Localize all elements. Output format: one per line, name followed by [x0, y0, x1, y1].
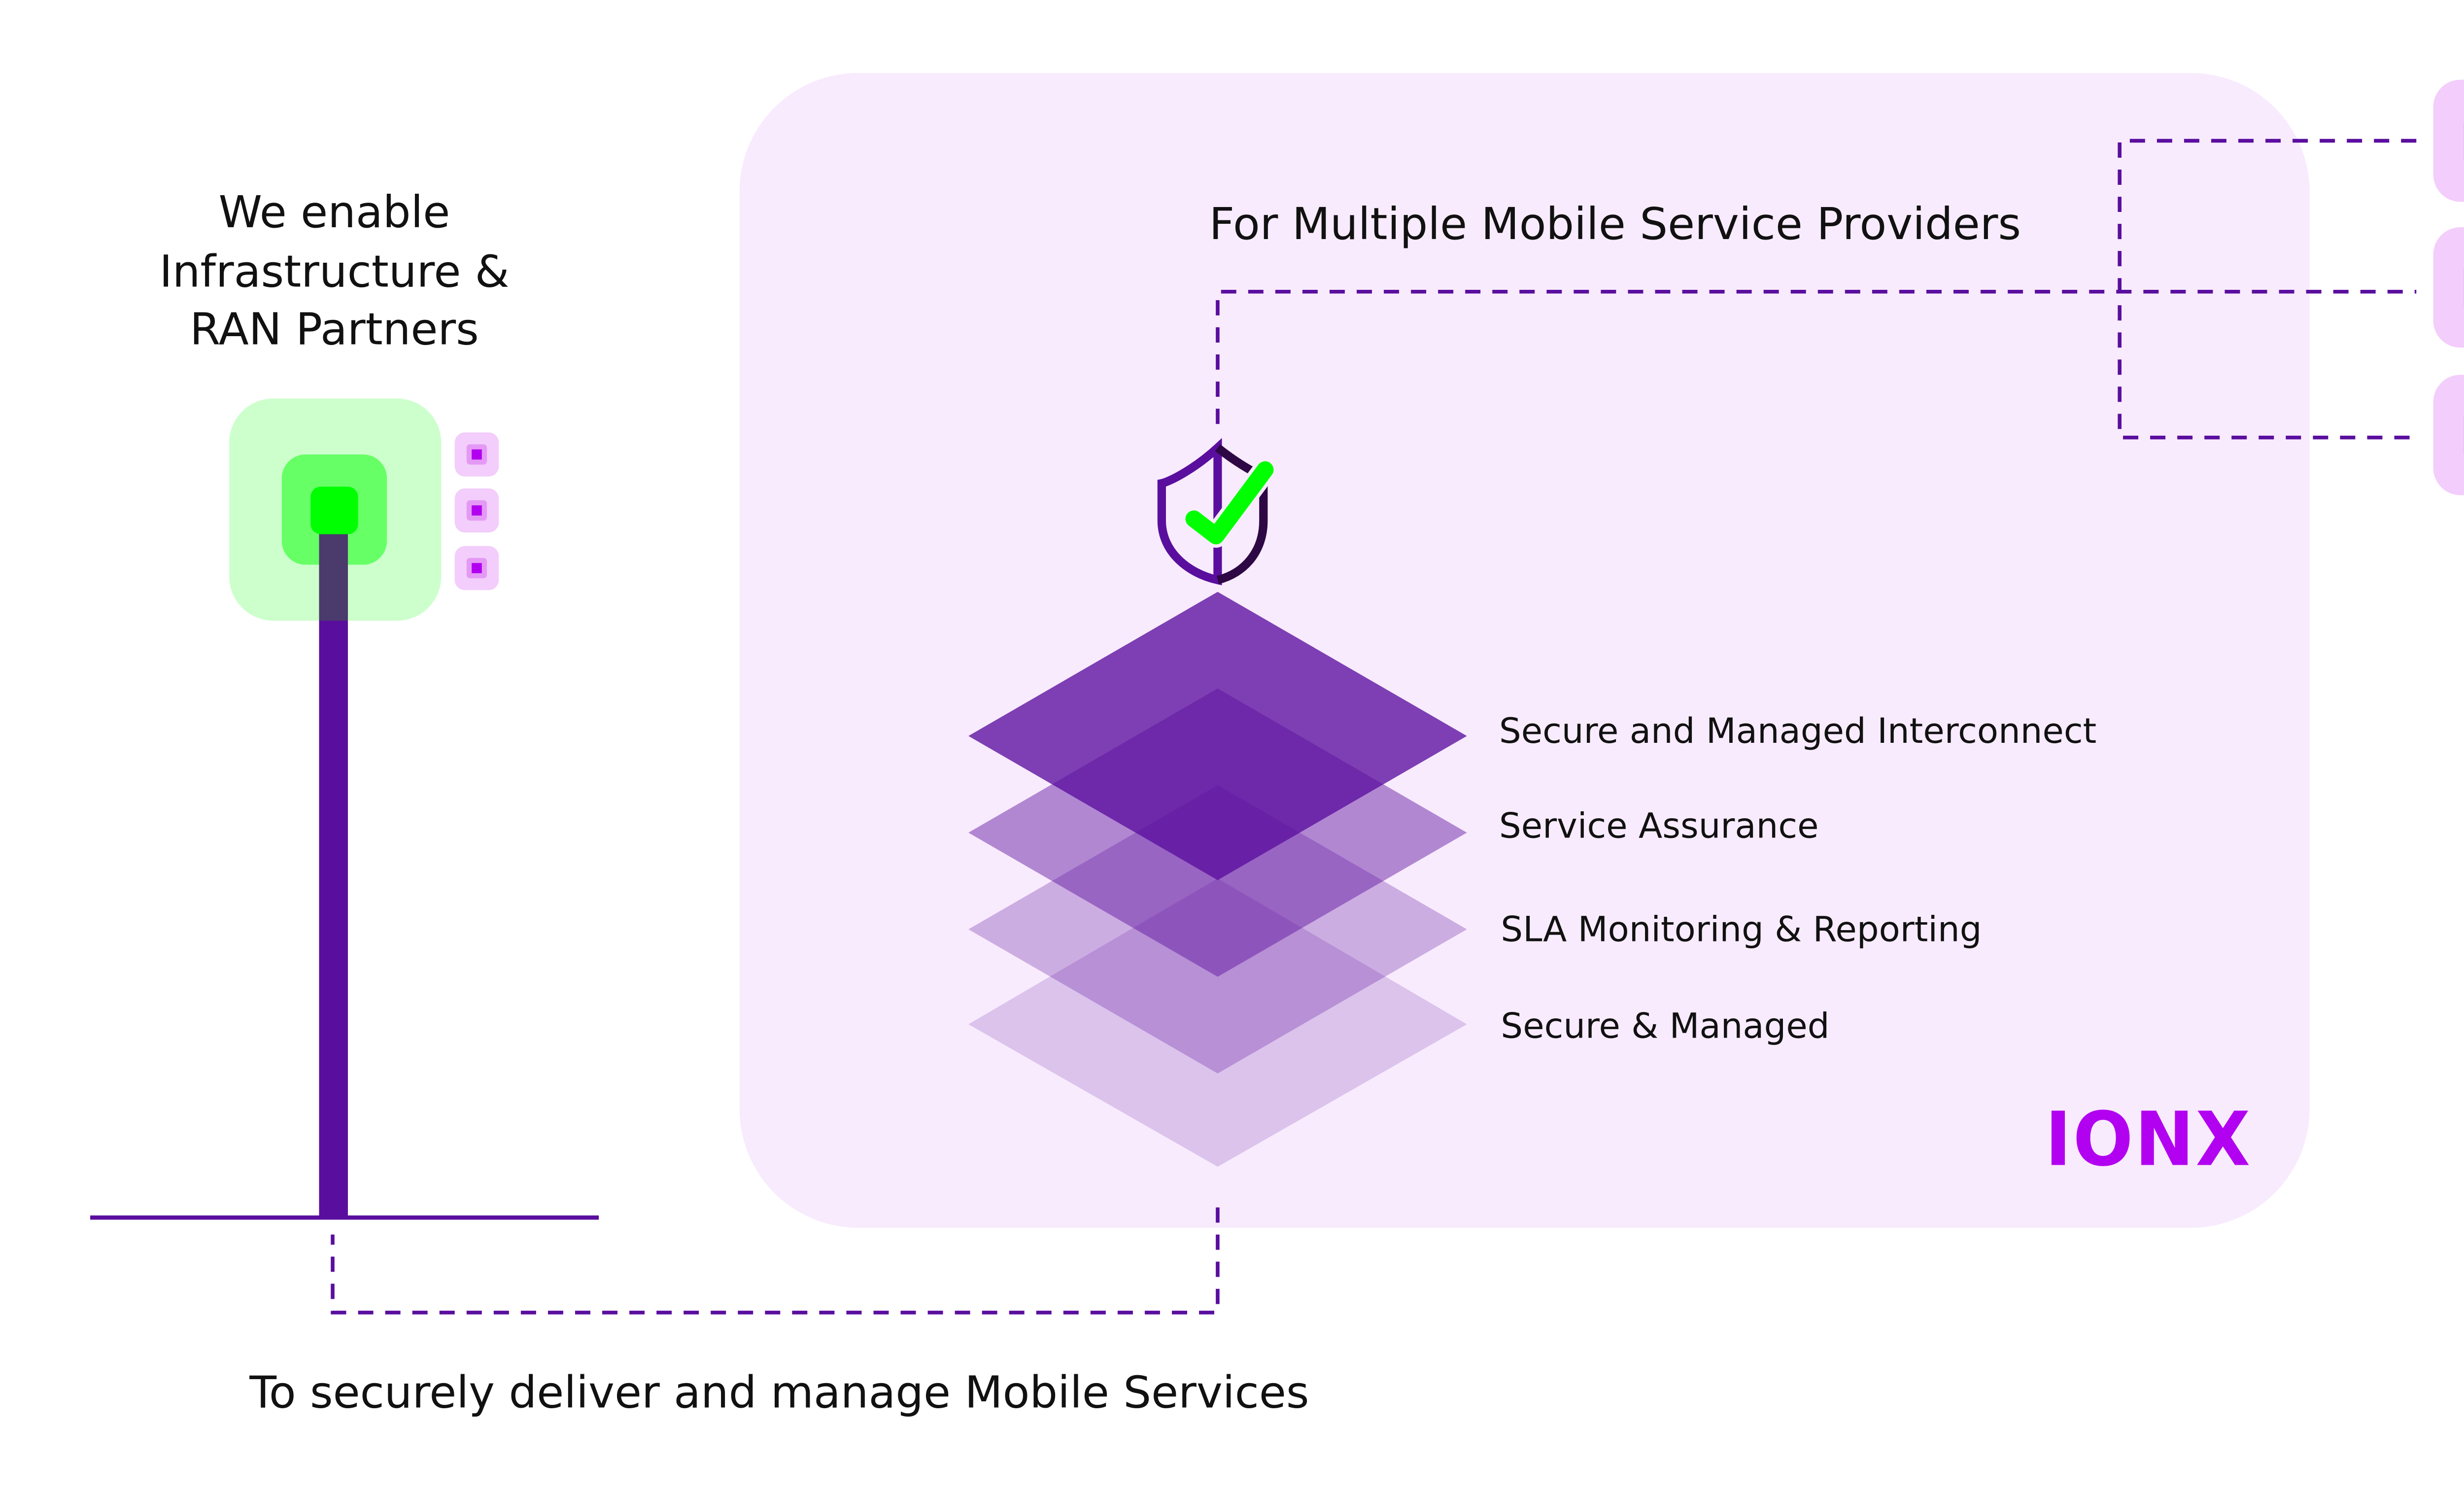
layer-label-1: Secure and Managed Interconnect [1499, 711, 2096, 751]
provider-node-icon [2433, 375, 2464, 495]
shield-check-icon [1157, 438, 1277, 586]
provider-node-icon [2433, 79, 2464, 202]
footer-caption: To securely deliver and manage Mobile Se… [249, 1367, 1309, 1419]
connector-stack-tower [331, 1207, 1220, 1315]
partner-node-icon [454, 546, 499, 591]
layer-label-2: Service Assurance [1499, 806, 1818, 846]
layer-label-4: Secure & Managed [1501, 1006, 1829, 1046]
provider-node-icon [2433, 227, 2464, 348]
layer-label-3: SLA Monitoring & Reporting [1501, 909, 1982, 949]
left-heading-line-1: We enable [219, 187, 450, 238]
partner-node-icon [454, 488, 499, 533]
provider-panel [739, 72, 2310, 1228]
left-heading-line-3: RAN Partners [190, 304, 479, 355]
cell-tower-icon [229, 398, 442, 1218]
partner-node-icon [454, 432, 499, 477]
layer-secure-managed [968, 878, 1467, 1167]
connector-shield-provider-2 [1216, 289, 2417, 424]
connector-provider-1-3 [2118, 139, 2417, 440]
ionx-logo: IONX [2045, 1096, 2252, 1183]
left-heading-line-2: Infrastructure & [159, 246, 509, 297]
panel-title: For Multiple Mobile Service Providers [1209, 199, 2021, 250]
